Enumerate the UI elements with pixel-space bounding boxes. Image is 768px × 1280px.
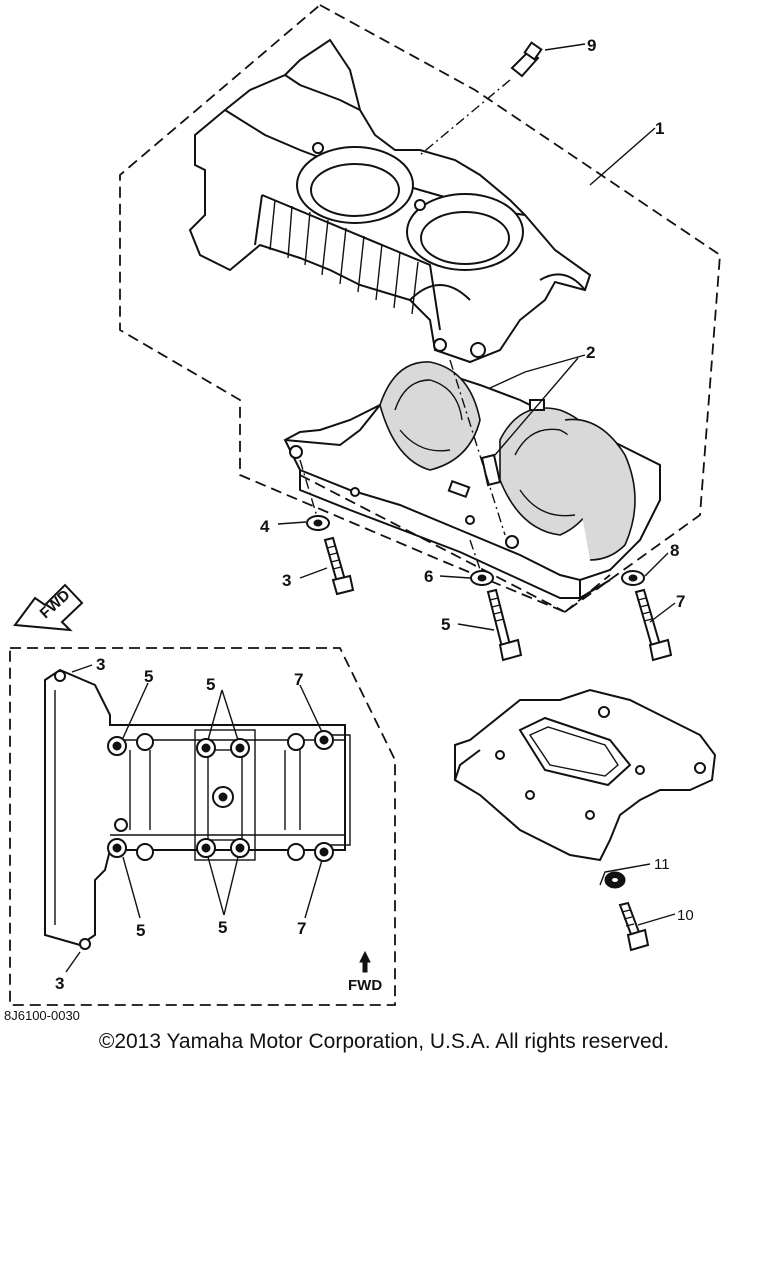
inset-callout-7-bottom: 7: [297, 919, 306, 938]
inset-crankcase-bottom-view: [44, 668, 351, 950]
inset-bolt-hole: [287, 843, 305, 861]
copyright-notice: ©2013 Yamaha Motor Corporation, U.S.A. A…: [98, 1030, 670, 1053]
inset-callout-5-left-top: 5: [144, 667, 153, 686]
callout-1: 1: [655, 119, 664, 138]
inset-frame: [9, 647, 396, 1006]
inset-bolt-hole: [314, 842, 334, 862]
washer-part-4: [306, 515, 330, 531]
inset-callout-5-mid-top: 5: [206, 675, 215, 694]
callout-7: 7: [676, 592, 685, 611]
callout-6: 6: [424, 567, 433, 586]
inset-bolt-hole: [314, 730, 334, 750]
washer-part-8: [621, 570, 645, 586]
inset-callout-7-top: 7: [294, 670, 303, 689]
callout-8: 8: [670, 541, 679, 560]
bolt-part-10: [618, 901, 650, 952]
inset-bolt-hole: [196, 838, 216, 858]
inset-bolt-hole: [107, 838, 127, 858]
callout-11: 11: [654, 856, 670, 873]
inset-bolt-hole: [230, 838, 250, 858]
inset-bolt-hole: [114, 818, 128, 832]
inset-fwd-label: FWD: [348, 977, 382, 994]
inset-bolt-hole: [136, 733, 154, 751]
bolt-axis-line: [419, 79, 511, 156]
callout-leader-lines: [277, 127, 676, 926]
callout-10: 10: [677, 907, 694, 924]
bolt-part-3: [323, 536, 355, 596]
nut-part-11: [604, 871, 626, 889]
inset-callout-3-bottom: 3: [55, 974, 64, 993]
callout-9: 9: [587, 36, 596, 55]
inset-bolt-hole: [107, 736, 127, 756]
lower-crankcase-half: [283, 361, 661, 599]
bolt-part-7: [634, 588, 673, 662]
inset-bolt-hole: [136, 843, 154, 861]
crankcase-base-outline: [299, 474, 611, 613]
bolt-part-5: [486, 588, 523, 662]
inset-callout-5-mid-bottom: 5: [218, 918, 227, 937]
callout-4: 4: [260, 517, 270, 536]
inset-bolt-hole: [79, 938, 91, 950]
crankcase-assembly-outline: [119, 3, 721, 614]
inset-bolt-hole: [230, 738, 250, 758]
inset-bolt-hole: [287, 733, 305, 751]
inset-callout-5-left-bottom: 5: [136, 921, 145, 940]
upper-crankcase-half: [188, 38, 592, 364]
fitting-part-9: [510, 41, 586, 78]
inset-leader-lines: [65, 664, 371, 973]
callout-5: 5: [441, 615, 450, 634]
callout-2: 2: [586, 343, 595, 362]
part-number: 8J6100-0030: [4, 1008, 80, 1023]
mounting-bracket: [454, 688, 717, 862]
fwd-direction-arrow: FWD: [13, 583, 84, 632]
washer-part-6: [470, 570, 494, 586]
inset-callout-3-top: 3: [96, 655, 105, 674]
inset-bolt-hole: [196, 738, 216, 758]
bolt-axis-line: [469, 539, 483, 576]
callout-3: 3: [282, 571, 291, 590]
inset-bolt-hole: [54, 670, 66, 682]
